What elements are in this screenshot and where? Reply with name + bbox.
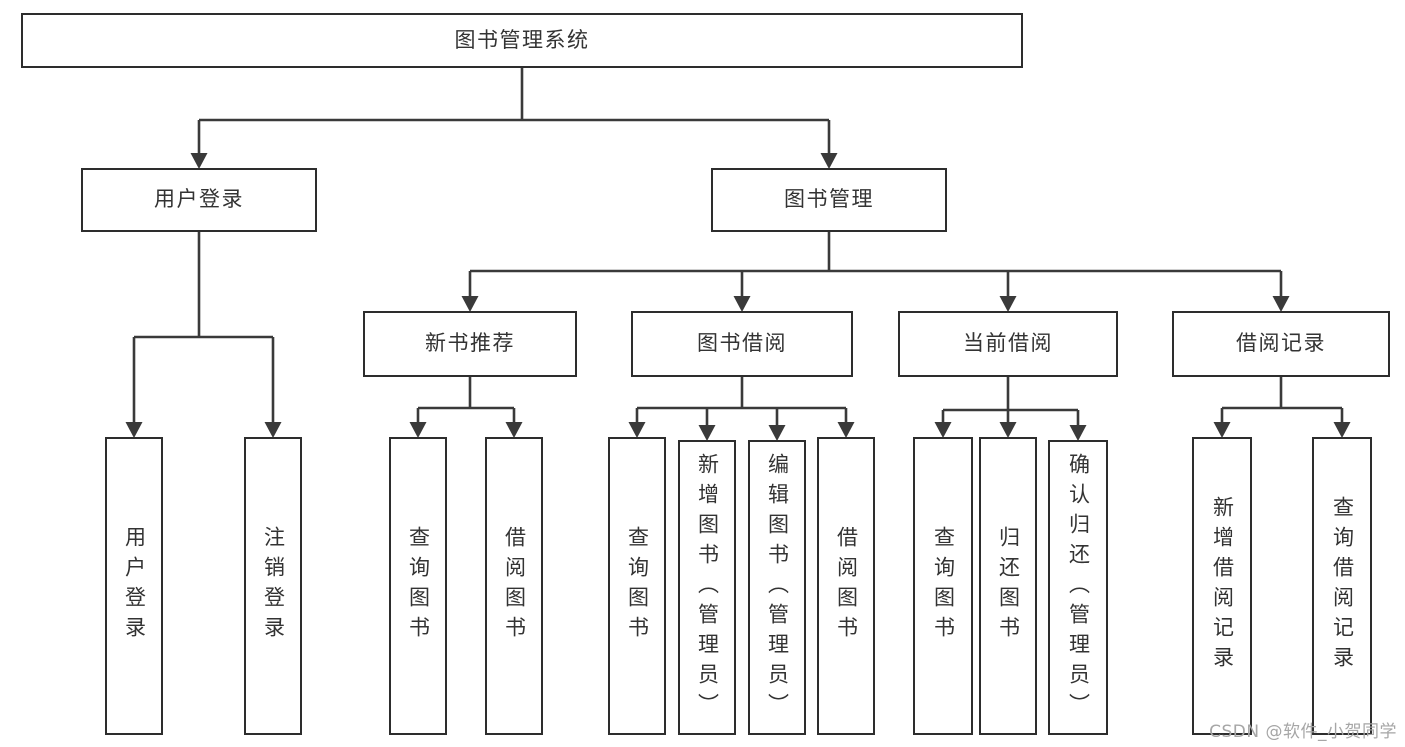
node-label: 当前借阅: [963, 331, 1053, 356]
arrowhead-icon: [1333, 422, 1351, 438]
node-label: 新增借阅记录: [1210, 496, 1235, 676]
node-label: 图书管理系统: [454, 27, 590, 52]
arrowhead-icon: [934, 422, 952, 438]
node-label: 新书推荐: [425, 331, 515, 356]
arrowhead-icon: [837, 422, 855, 438]
node-label: 图书管理: [784, 187, 874, 212]
node-label: 借阅图书: [834, 526, 859, 646]
arrowhead-icon: [768, 425, 786, 441]
arrowhead-icon: [461, 296, 479, 312]
node-label: 用户登录: [154, 187, 244, 212]
watermark: CSDN @软件_小贺同学: [1209, 722, 1397, 742]
node-label: 编辑图书（管理员）: [765, 452, 790, 723]
node-book-mgmt: 图书管理: [711, 168, 947, 232]
node-leaf-borrow-book-rec: 借阅图书: [485, 437, 543, 735]
node-label: 新增图书（管理员）: [695, 452, 720, 723]
node-leaf-query-book-borrow: 查询图书: [608, 437, 666, 735]
node-label: 借阅图书: [502, 526, 527, 646]
node-leaf-logout: 注销登录: [244, 437, 302, 735]
arrowhead-icon: [1213, 422, 1231, 438]
node-label: 用户登录: [122, 526, 147, 646]
node-user-login: 用户登录: [81, 168, 317, 232]
arrowhead-icon: [125, 422, 143, 438]
arrowhead-icon: [1272, 296, 1290, 312]
node-new-book-rec: 新书推荐: [363, 311, 577, 377]
arrowhead-icon: [409, 422, 427, 438]
arrowhead-icon: [999, 422, 1017, 438]
node-label: 确认归还（管理员）: [1066, 452, 1091, 723]
node-leaf-query-borrow-record: 查询借阅记录: [1312, 437, 1372, 735]
node-borrow-records: 借阅记录: [1172, 311, 1390, 377]
node-leaf-borrow-book: 借阅图书: [817, 437, 875, 735]
node-label: 查询图书: [625, 526, 650, 646]
node-leaf-query-book-rec: 查询图书: [389, 437, 447, 735]
node-root: 图书管理系统: [21, 13, 1023, 68]
node-leaf-add-book: 新增图书（管理员）: [678, 440, 736, 735]
node-leaf-edit-book: 编辑图书（管理员）: [748, 440, 806, 735]
arrowhead-icon: [698, 425, 716, 441]
node-label: 查询借阅记录: [1330, 496, 1355, 676]
node-label: 注销登录: [261, 526, 286, 646]
node-label: 查询图书: [931, 526, 956, 646]
node-book-borrow: 图书借阅: [631, 311, 853, 377]
arrowhead-icon: [628, 422, 646, 438]
node-leaf-return-book: 归还图书: [979, 437, 1037, 735]
node-current-borrow: 当前借阅: [898, 311, 1118, 377]
node-leaf-user-login: 用户登录: [105, 437, 163, 735]
node-leaf-confirm-return: 确认归还（管理员）: [1048, 440, 1108, 735]
arrowhead-icon: [733, 296, 751, 312]
arrowhead-icon: [1069, 425, 1087, 441]
node-label: 借阅记录: [1236, 331, 1326, 356]
node-label: 归还图书: [996, 526, 1021, 646]
node-leaf-add-borrow-record: 新增借阅记录: [1192, 437, 1252, 735]
arrowhead-icon: [190, 153, 208, 169]
arrowhead-icon: [264, 422, 282, 438]
node-label: 查询图书: [406, 526, 431, 646]
arrowhead-icon: [999, 296, 1017, 312]
node-label: 图书借阅: [697, 331, 787, 356]
node-leaf-query-book-current: 查询图书: [913, 437, 973, 735]
arrowhead-icon: [820, 153, 838, 169]
arrowhead-icon: [505, 422, 523, 438]
